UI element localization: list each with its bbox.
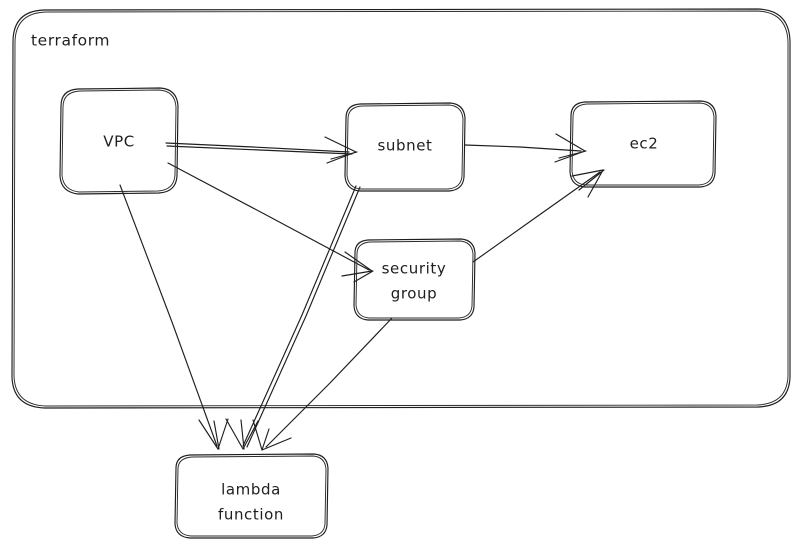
node-vpc[interactable]: VPC [59,87,179,195]
terraform-group[interactable]: terraform [11,8,791,409]
node-vpc-label: VPC [103,133,135,151]
node-subnet-label: subnet [377,137,432,155]
node-lambda-function[interactable]: lambda function [174,453,329,539]
node-ec2[interactable]: ec2 [569,100,717,188]
edge-vpc-to-security-group[interactable] [167,162,374,283]
edge-vpc-to-lambda-function[interactable] [119,184,229,450]
node-ec2-label: ec2 [630,135,659,153]
node-security-group-label-line-1: security [382,260,447,278]
node-security-group-hit[interactable] [354,239,475,320]
terraform-group-label: terraform [31,32,110,50]
edge-subnet-to-lambda-function[interactable] [225,185,361,450]
edge-vpc-to-subnet[interactable] [165,136,358,164]
node-lambda-function-label-line-2: function [218,506,284,524]
node-lambda-function-label-line-1: lambda [221,481,281,499]
edge-security-group-to-lambda-function[interactable] [252,317,393,451]
node-security-group[interactable]: security group [353,238,476,321]
node-security-group-label-line-2: group [391,285,438,303]
node-subnet[interactable]: subnet [344,102,466,192]
